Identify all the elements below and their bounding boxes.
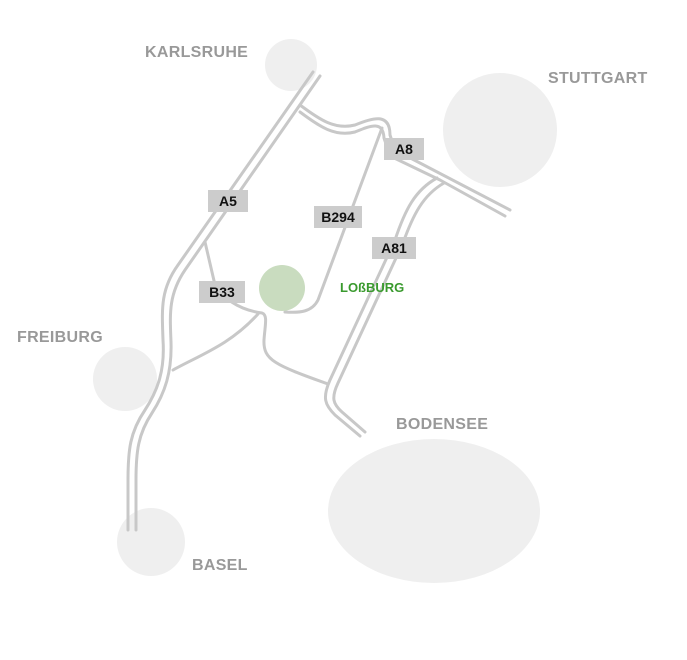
b294-road [283,126,384,314]
freiburg-connector [171,312,260,372]
road-badge-b33: B33 [199,281,245,303]
road-badge-b294: B294 [314,206,362,228]
stuttgart-circle [443,73,557,187]
road-badge-a5: A5 [208,190,248,212]
lossburg-marker[interactable] [259,265,305,311]
city-label-stuttgart: STUTTGART [548,70,648,87]
road-network [126,70,512,532]
a5-road-west [126,70,315,532]
city-label-freiburg: FREIBURG [17,329,103,346]
freiburg-circle [93,347,157,411]
city-label-karlsruhe: KARLSRUHE [145,44,249,61]
basel-circle [117,508,185,576]
a8-road-north [298,103,512,212]
a81-road-west [323,176,439,438]
a81-road-east [332,181,446,434]
city-label-basel: BASEL [192,557,248,574]
b33-road [203,240,330,386]
a8-road-south [298,110,507,218]
city-label-bodensee: BODENSEE [396,416,489,433]
road-badge-a81: A81 [372,237,416,259]
destination-label-lossburg: LOßBURG [340,280,405,295]
bodensee-lake [328,439,540,583]
karlsruhe-circle [265,39,317,91]
a5-road-east [134,74,322,532]
road-badge-a8: A8 [384,138,424,160]
